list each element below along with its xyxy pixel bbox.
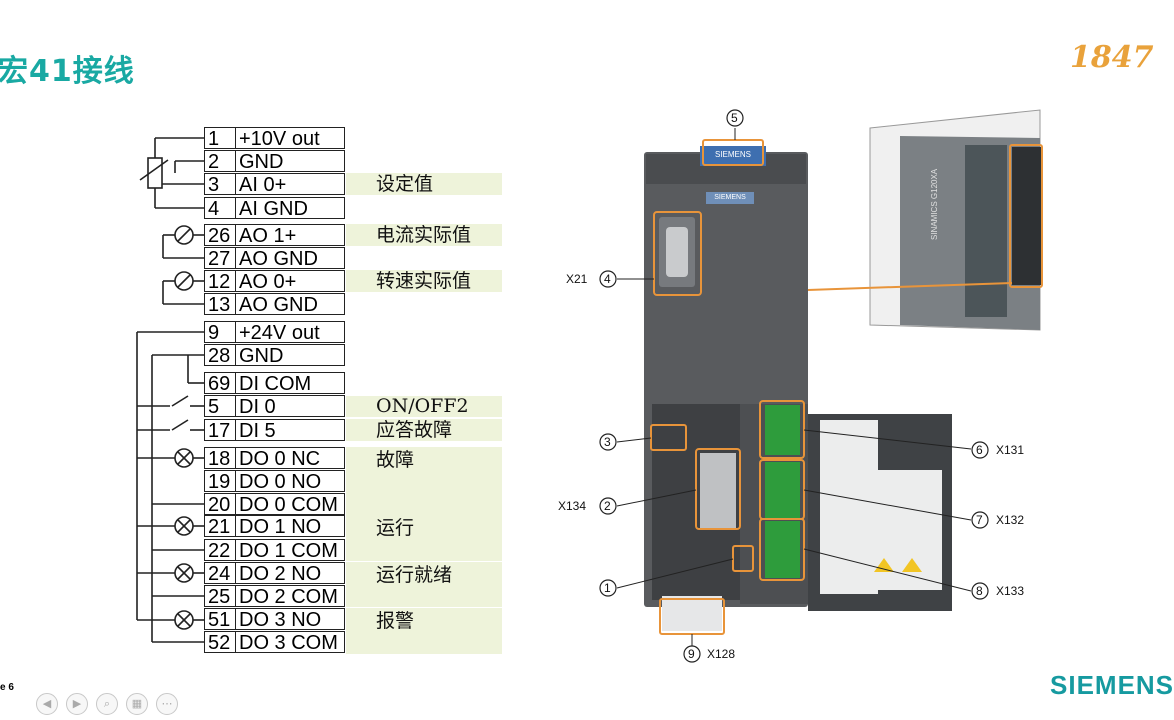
description-on-off2: ON/OFF2 bbox=[346, 396, 502, 417]
terminal-label: AO 1+ bbox=[235, 224, 345, 247]
description-acknowledge-fault: 应答故障 bbox=[346, 419, 502, 441]
callout-number: 1 bbox=[604, 581, 611, 595]
terminal-label: +10V out bbox=[235, 127, 345, 150]
terminal-number: 20 bbox=[204, 493, 237, 516]
terminal-label: DO 2 NO bbox=[235, 562, 345, 585]
zoom-icon[interactable]: ⌕ bbox=[96, 693, 118, 715]
callout-number: 7 bbox=[976, 513, 983, 527]
callout-number: 9 bbox=[688, 647, 695, 661]
terminal-label: AI GND bbox=[235, 197, 345, 220]
description-alarm: 报警 bbox=[346, 608, 502, 654]
terminal-number: 19 bbox=[204, 470, 237, 493]
connector-label-x128: X128 bbox=[707, 647, 736, 661]
inverter-model-label: SINAMICS G120XA bbox=[930, 168, 939, 240]
description-running: 运行 bbox=[346, 515, 502, 561]
terminal-label: GND bbox=[235, 344, 345, 367]
slide-number: e 6 bbox=[0, 682, 14, 693]
terminal-number: 18 bbox=[204, 447, 237, 470]
terminal-label: AI 0+ bbox=[235, 173, 345, 196]
terminal-number: 26 bbox=[204, 224, 237, 247]
callout-number: 6 bbox=[976, 443, 983, 457]
callout-number: 2 bbox=[604, 499, 611, 513]
terminal-number: 52 bbox=[204, 631, 237, 654]
connector-label-x21: X21 bbox=[566, 272, 588, 286]
terminal-label: DO 1 COM bbox=[235, 539, 345, 562]
terminal-label: DI COM bbox=[235, 372, 345, 395]
description-ready: 运行就绪 bbox=[346, 562, 502, 607]
terminal-label: DO 0 NO bbox=[235, 470, 345, 493]
terminal-number: 28 bbox=[204, 344, 237, 367]
description-fault: 故障 bbox=[346, 447, 502, 515]
terminal-label: +24V out bbox=[235, 321, 345, 344]
slides-grid-icon[interactable]: ▦ bbox=[126, 693, 148, 715]
terminal-label: AO GND bbox=[235, 293, 345, 316]
description-current-actual: 电流实际值 bbox=[346, 224, 502, 246]
device-brand-label: SIEMENS bbox=[706, 192, 754, 204]
terminal-label: DO 0 COM bbox=[235, 493, 345, 516]
callout-number: 4 bbox=[604, 272, 611, 286]
next-slide-icon[interactable]: ▶ bbox=[66, 693, 88, 715]
siemens-logo: SIEMENS bbox=[1050, 670, 1174, 700]
callout-number: 3 bbox=[604, 435, 611, 449]
terminal-label: DO 1 NO bbox=[235, 515, 345, 538]
description-speed-actual: 转速实际值 bbox=[346, 270, 502, 292]
terminal-label: DI 0 bbox=[235, 395, 345, 418]
terminal-number: 51 bbox=[204, 608, 237, 631]
device-brand-plate: SIEMENS bbox=[714, 150, 751, 159]
terminal-label: DO 3 NO bbox=[235, 608, 345, 631]
terminal-label: DO 3 COM bbox=[235, 631, 345, 654]
1847-logo: 1847 bbox=[1070, 40, 1154, 75]
previous-slide-icon[interactable]: ◀ bbox=[36, 693, 58, 715]
connector-label-x131: X131 bbox=[996, 443, 1025, 457]
terminal-label: DO 0 NC bbox=[235, 447, 345, 470]
terminal-label: DI 5 bbox=[235, 419, 345, 442]
terminal-label: AO GND bbox=[235, 247, 345, 270]
connector-label-x132: X132 bbox=[996, 513, 1025, 527]
connector-label-x134: X134 bbox=[558, 499, 587, 513]
terminal-number: 17 bbox=[204, 419, 237, 442]
page-title: 宏41接线 bbox=[0, 54, 135, 89]
callout-number: 5 bbox=[731, 111, 738, 125]
terminal-label: AO 0+ bbox=[235, 270, 345, 293]
terminal-number: 13 bbox=[204, 293, 237, 316]
terminal-label: DO 2 COM bbox=[235, 585, 345, 608]
terminal-number: 21 bbox=[204, 515, 237, 538]
connector-label-x133: X133 bbox=[996, 584, 1025, 598]
callout-number: 8 bbox=[976, 584, 983, 598]
terminal-number: 12 bbox=[204, 270, 237, 293]
terminal-label: GND bbox=[235, 150, 345, 173]
description-setpoint: 设定值 bbox=[346, 173, 502, 195]
terminal-number: 24 bbox=[204, 562, 237, 585]
menu-icon[interactable]: ⋯ bbox=[156, 693, 178, 715]
